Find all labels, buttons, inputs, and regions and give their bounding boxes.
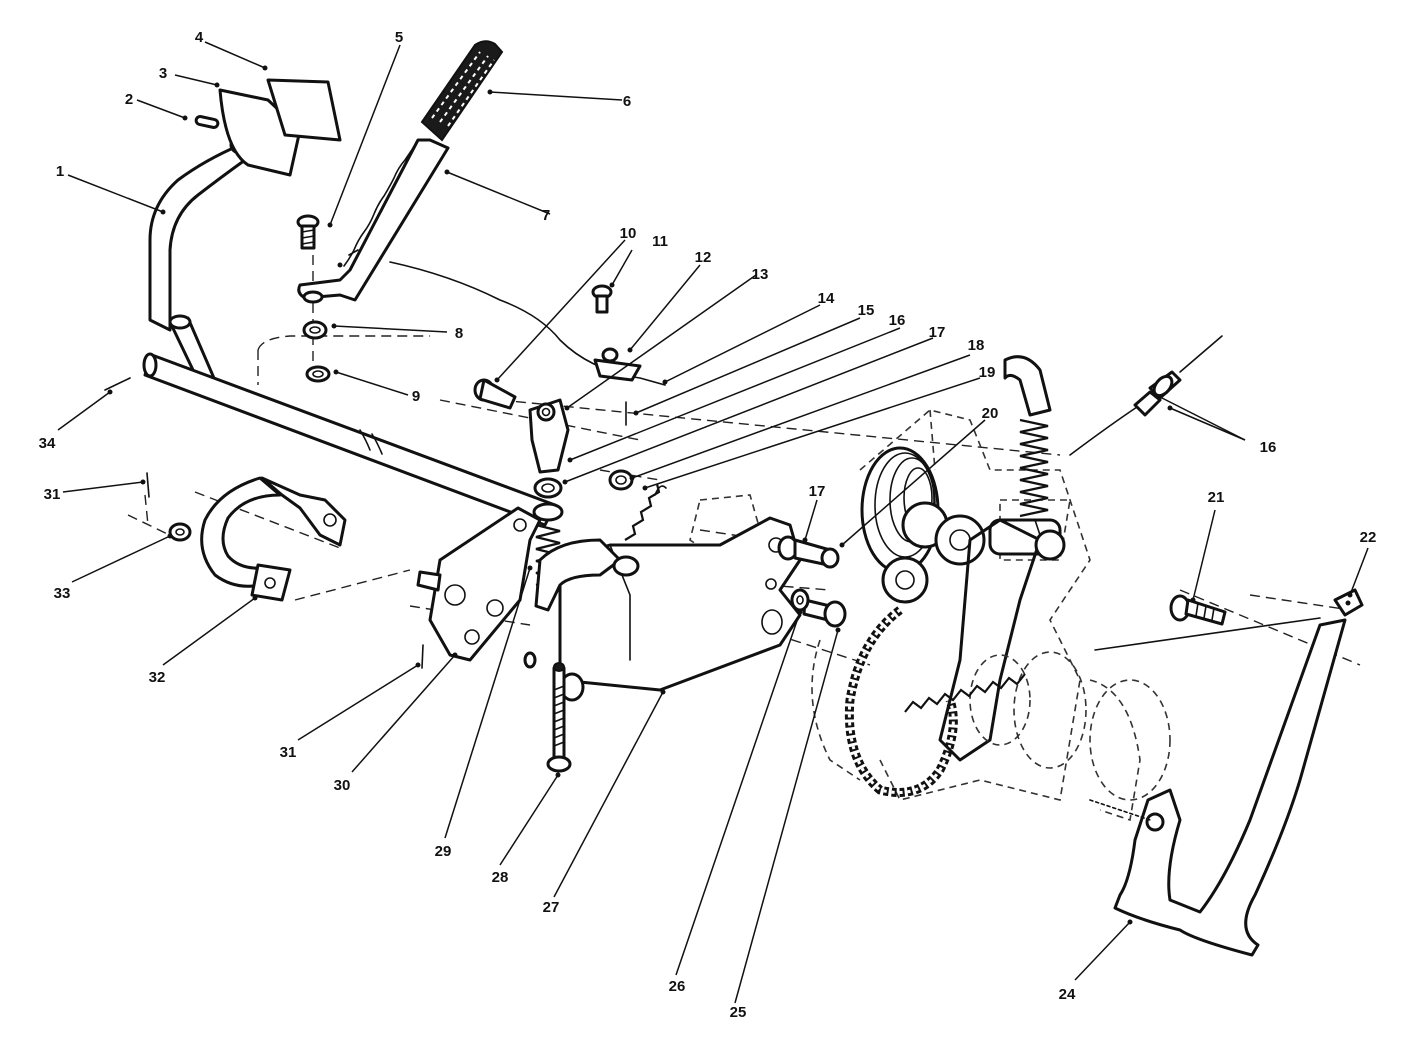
callout-17-lower: 17 (809, 483, 826, 500)
adjusting-bolt (546, 662, 572, 773)
callout-16-right: 16 (1260, 439, 1277, 456)
brake-bracket (523, 516, 802, 702)
callout-9: 9 (412, 388, 420, 405)
clamp-screw (591, 284, 613, 314)
washer-33 (168, 522, 192, 542)
callout-24: 24 (1059, 986, 1076, 1003)
callout-33: 33 (54, 585, 71, 602)
clevis (528, 398, 570, 474)
callout-17-upper: 17 (929, 324, 946, 341)
callout-29: 29 (435, 843, 452, 860)
callout-14: 14 (818, 290, 835, 307)
brake-cable (389, 261, 1223, 456)
left-bracket-plate (416, 506, 542, 662)
shoulder-bolt (777, 535, 840, 569)
callout-4: 4 (195, 29, 204, 46)
callout-19: 19 (979, 364, 996, 381)
callout-27: 27 (543, 899, 560, 916)
right-side-casting (938, 518, 1066, 762)
hex-bolt (802, 598, 847, 628)
callout-13: 13 (752, 266, 769, 283)
control-rod-handle (148, 143, 247, 397)
callout-12: 12 (695, 249, 712, 266)
cable-clamp (593, 347, 642, 382)
decal (266, 78, 342, 142)
callout-5: 5 (395, 29, 403, 46)
callout-25: 25 (730, 1004, 747, 1021)
flat-washer (302, 320, 328, 340)
callout-28: 28 (492, 869, 509, 886)
cable-fitting (1133, 370, 1182, 417)
lock-washer (790, 588, 810, 612)
cable-spring-assembly (1003, 355, 1052, 536)
hex-nut (533, 477, 563, 499)
callout-10: 10 (620, 225, 637, 242)
leader-lines (57, 41, 1369, 1004)
callout-22: 22 (1360, 529, 1377, 546)
clutch-pedal-arm (1089, 618, 1347, 957)
brake-band (200, 476, 347, 602)
clevis-pin (473, 378, 517, 410)
drive-chain (844, 606, 958, 797)
callout-20: 20 (982, 405, 999, 422)
callout-32: 32 (149, 669, 166, 686)
callout-8: 8 (455, 325, 463, 342)
callout-16-upper: 16 (889, 312, 906, 329)
extension-spring-upper (624, 483, 667, 541)
control-shaft (142, 352, 557, 527)
cotter-pin-34 (104, 377, 131, 391)
pedal-guide-line (1094, 617, 1321, 651)
pedal-pad (420, 40, 504, 142)
callout-labels: 1 2 3 4 5 6 7 8 9 10 11 12 13 14 15 16 1… (39, 29, 1377, 1021)
callout-26: 26 (669, 978, 686, 995)
tension-spring-right (904, 673, 1026, 713)
callout-15: 15 (858, 302, 875, 319)
brake-lever (297, 138, 450, 304)
callout-34: 34 (39, 435, 56, 452)
jam-nut (608, 469, 634, 491)
callout-7: 7 (542, 207, 550, 224)
cotter-pin-bottom (421, 644, 424, 669)
roll-pin (194, 115, 220, 129)
carriage-bolt (296, 214, 320, 250)
sprocket-upper (901, 501, 986, 566)
callout-2: 2 (125, 91, 133, 108)
callout-11: 11 (652, 233, 668, 250)
cotter-pin-left (146, 472, 150, 498)
callout-3: 3 (159, 65, 167, 82)
callout-18: 18 (968, 337, 985, 354)
callout-6: 6 (623, 93, 631, 110)
callout-31-lower: 31 (280, 744, 297, 761)
callout-30: 30 (334, 777, 351, 794)
callout-1: 1 (56, 163, 64, 180)
shoulder-screw (1169, 594, 1227, 626)
callout-31-upper: 31 (44, 486, 61, 503)
lock-nut (305, 365, 331, 383)
leader-dots (107, 65, 1353, 925)
callout-21: 21 (1208, 489, 1225, 506)
